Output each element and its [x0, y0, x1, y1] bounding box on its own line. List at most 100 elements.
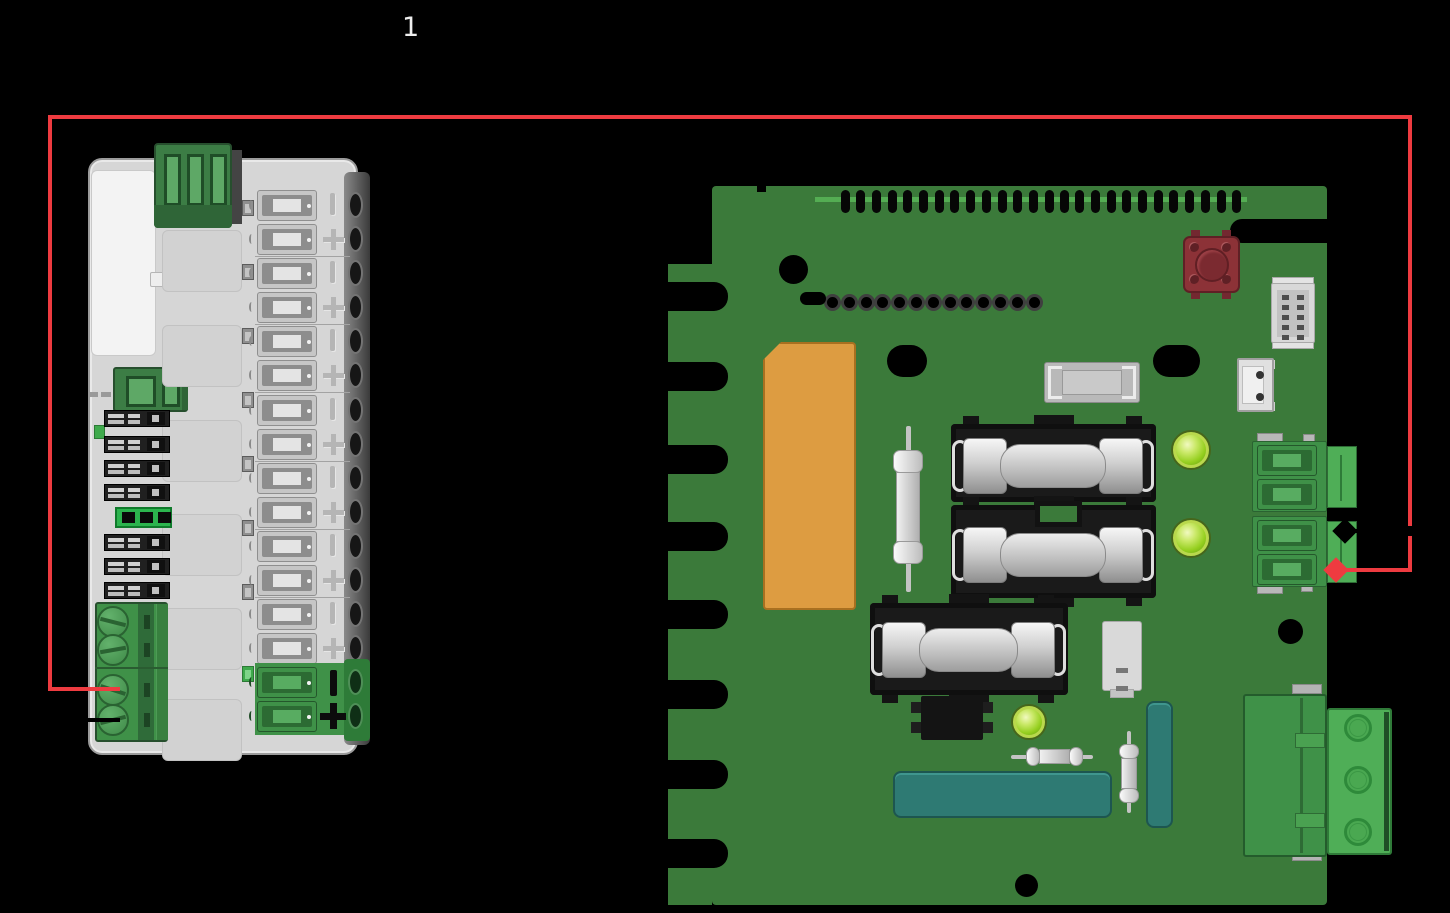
horizontal-resistor-body [1039, 749, 1070, 764]
module-smd-square-core [245, 332, 251, 341]
terminal-cell [257, 531, 317, 562]
fuse-end-cap [963, 527, 1007, 583]
side-terminal-oval [348, 703, 363, 729]
terminal-clamp-mark [249, 336, 254, 346]
through-hole-pin [1154, 190, 1163, 213]
fuse-holder-tab [1126, 497, 1142, 506]
board-cutout [887, 345, 927, 377]
side-terminal-extension [1327, 446, 1357, 508]
through-hole-pin [1217, 190, 1226, 213]
terminal-cell-spring-dot [307, 409, 311, 413]
through-hole-pin [1013, 190, 1022, 213]
connector-pin [1256, 371, 1264, 379]
through-hole-pin [1107, 190, 1116, 213]
connector-row-pin [152, 539, 159, 546]
terminal-cell-opening [273, 233, 301, 246]
connector-row-pin [152, 415, 159, 422]
button-corner-screw [1221, 242, 1231, 252]
connector-row-blade [108, 562, 124, 566]
terminal-cell-spring-dot [307, 204, 311, 208]
terminal-cell-opening [273, 369, 301, 382]
connector-row [104, 460, 170, 477]
module-relay-outline [162, 420, 242, 482]
teal-capacitor-horizontal [893, 771, 1112, 818]
connector-row-blade [128, 414, 140, 418]
module-relay-outline [162, 325, 242, 387]
side-terminal-oval [348, 362, 363, 388]
polarity-plus-mark-v [330, 228, 336, 250]
terminal-cell-opening [273, 472, 301, 485]
pair-separator [255, 256, 350, 257]
green-led-dome [1176, 435, 1206, 465]
red-wire-module-lead [48, 687, 120, 691]
module-relay-outline [162, 608, 242, 670]
green-led-dome [1176, 523, 1206, 553]
horizontal-resistor [1026, 747, 1040, 766]
fuse-holder-tab [1033, 415, 1074, 425]
ic-chip [921, 696, 983, 740]
polarity-plus-mark-v [330, 637, 336, 659]
vertical-fuse-resistor [893, 541, 923, 564]
through-hole-pin [1232, 190, 1241, 213]
top-connector-side-strip [232, 150, 242, 224]
connector-row-blade [128, 494, 140, 498]
module-relay-outline [162, 514, 242, 576]
side-terminal-oval [348, 192, 363, 218]
power-terminal-screw-ring [1349, 719, 1367, 737]
button-tab [1191, 291, 1200, 299]
terminal-cell-spring-dot [307, 511, 311, 515]
header-pin [1282, 335, 1289, 340]
power-terminal-screw [1344, 766, 1372, 794]
terminal-cell-spring-dot [307, 306, 311, 310]
socket-pad [1009, 294, 1026, 311]
ic-leg [983, 722, 993, 733]
horizontal-resistor [1069, 747, 1083, 766]
top-connector-slot [164, 154, 181, 206]
polarity-plus-mark-v [330, 296, 336, 318]
power-terminal-ridge [1300, 698, 1303, 853]
pair-separator [255, 461, 350, 462]
power-terminal-latch [1295, 733, 1325, 748]
ic-leg [911, 722, 921, 733]
terminal-cell-opening [273, 404, 301, 417]
bottom-left-block-strip [138, 604, 154, 740]
through-hole-pin [966, 190, 975, 213]
through-hole-pin [919, 190, 928, 213]
through-hole-pin [1138, 190, 1147, 213]
terminal-cell-opening [273, 676, 301, 689]
power-terminal-screw [1344, 818, 1372, 846]
socket-pad [891, 294, 908, 311]
header-pin [1282, 295, 1289, 300]
terminal-cell-opening [273, 710, 301, 723]
socket-pad [908, 294, 925, 311]
side-terminal-oval [348, 260, 363, 286]
connector-row-pin [152, 587, 159, 594]
red-wire-right-segment [1408, 115, 1412, 526]
fuse-end-cap [1099, 527, 1143, 583]
fuse-holder-tab [1126, 597, 1142, 606]
ic-leg [983, 702, 993, 713]
connector-row-blade [128, 464, 140, 468]
fuse-body [919, 628, 1018, 672]
connector-row-plug [147, 438, 165, 451]
terminal-clamp-mark [249, 234, 254, 244]
polarity-plus-mark-v [330, 501, 336, 523]
terminal-cell-opening [273, 335, 301, 348]
side-terminal-oval [348, 294, 363, 320]
side-terminal-oval [348, 567, 363, 593]
top-terminal-connector-base [154, 205, 232, 228]
terminal-cell-opening [273, 267, 301, 280]
fuse-holder-tab [1038, 595, 1054, 604]
white-component [1102, 621, 1142, 691]
connector-row-blade [108, 592, 124, 596]
crystal-module-bracket [1048, 366, 1062, 399]
terminal-clamp-mark [249, 575, 254, 585]
connector-row-plug [147, 412, 165, 425]
polarity-minus-mark [330, 670, 337, 696]
through-hole-pin [998, 190, 1007, 213]
terminal-cell-opening [273, 574, 301, 587]
button-corner-screw [1189, 242, 1199, 252]
pair-separator [255, 597, 350, 598]
power-terminal-edge [1384, 712, 1389, 851]
terminal-cell [257, 599, 317, 630]
